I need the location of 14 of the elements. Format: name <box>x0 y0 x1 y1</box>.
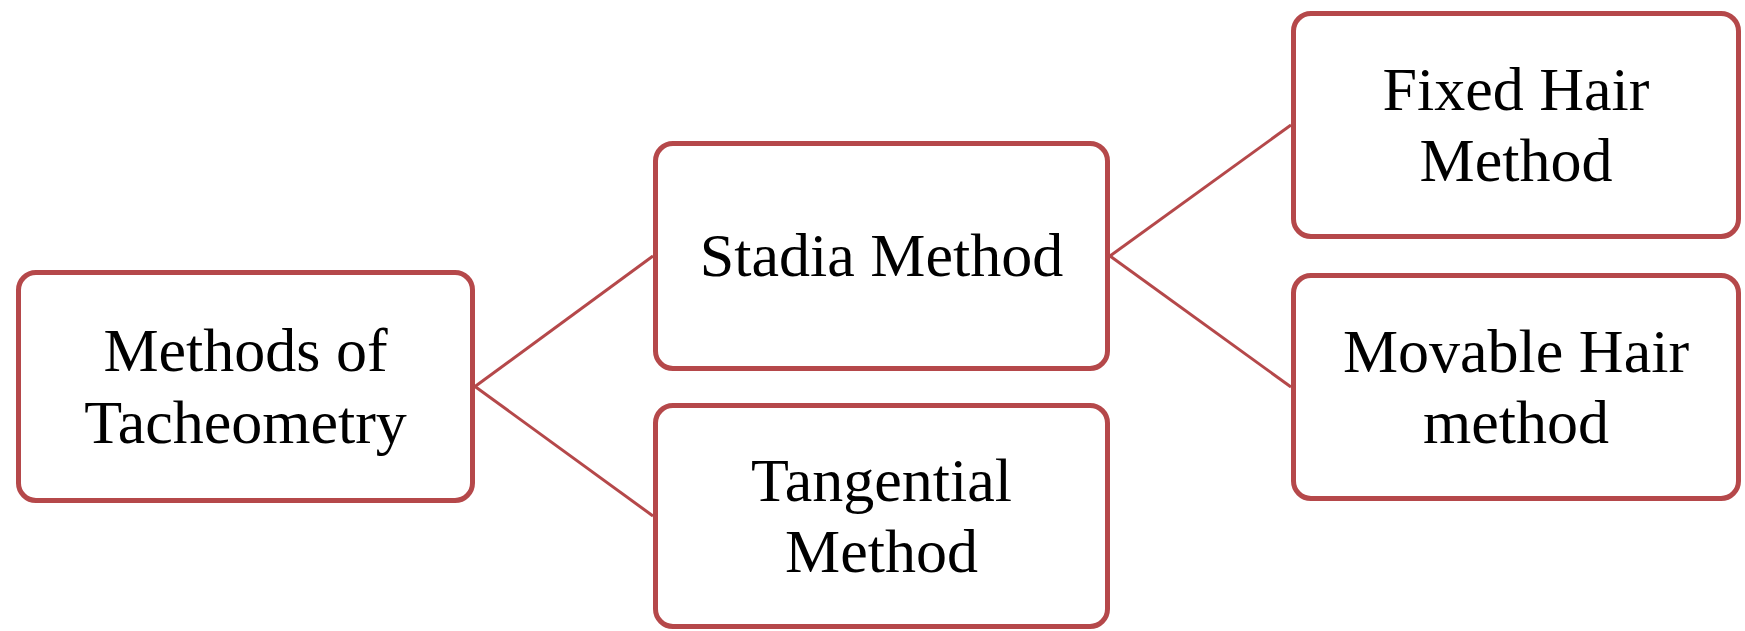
rounded-box <box>653 403 1110 629</box>
node-label: Stadia Method <box>699 220 1064 292</box>
rounded-box <box>1291 11 1741 239</box>
connector-line <box>474 385 654 518</box>
node-label: Movable Hair method <box>1341 315 1691 458</box>
connector-line <box>1109 123 1292 258</box>
rounded-box <box>653 141 1110 371</box>
node-label: Tangential Method <box>750 444 1013 587</box>
connector-line <box>1109 254 1292 389</box>
node-label: Methods of Tacheometry <box>83 315 408 458</box>
node-label: Fixed Hair Method <box>1381 53 1651 196</box>
connector-line <box>474 254 654 388</box>
rounded-box <box>1291 273 1741 501</box>
rounded-box <box>16 270 475 503</box>
